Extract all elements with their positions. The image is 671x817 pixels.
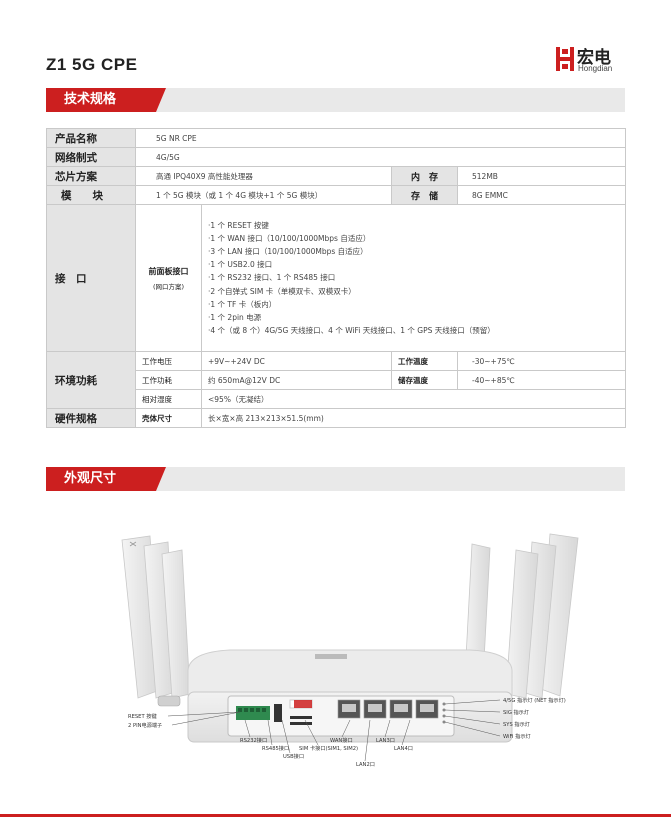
row-value: 长×宽×高 213×213×51.5(mm) — [200, 408, 627, 428]
page-title: Z1 5G CPE — [46, 55, 138, 74]
row-value: 5G NR CPE — [134, 128, 627, 148]
table-row: 产品名称 5G NR CPE — [46, 128, 627, 148]
table-row: 芯片方案 高通 IPQ40X9 高性能处理器 内 存 512MB — [46, 166, 627, 186]
row-label: 接 口 — [46, 204, 136, 352]
callout-usb: USB接口 — [283, 754, 305, 760]
spec-table: 产品名称 5G NR CPE 网络制式 4G/5G 芯片方案 高通 IPQ40X… — [46, 128, 627, 428]
row-sublabel: 相对湿度 — [135, 389, 202, 409]
callout-lan2: LAN2口 — [356, 762, 375, 768]
row-sublabel: 工作功耗 — [135, 370, 202, 390]
list-item: ·1 个 RESET 按键 — [208, 220, 269, 230]
right-antennas — [463, 533, 579, 707]
row-sublabel: 工作温度 — [391, 351, 458, 371]
interface-list: ·1 个 RESET 按键 ·1 个 WAN 接口（10/100/1000Mbp… — [200, 204, 627, 352]
footer-accent-line — [0, 814, 671, 817]
logo-text-en: Hongdian — [578, 64, 613, 73]
callout-led-wifi: WiFi 指示灯 — [503, 734, 531, 740]
list-item: ·1 个 2pin 电源 — [208, 313, 262, 322]
row-value: +9V~+24V DC — [201, 351, 392, 371]
row-value: -40~+85℃ — [456, 370, 627, 390]
table-row: 相对湿度 <95%（无凝结） — [47, 389, 627, 409]
row-value: 8G EMMC — [456, 185, 627, 205]
list-item: ·1 个 TF 卡（板内） — [208, 299, 277, 309]
callout-lan3: LAN3口 — [376, 738, 395, 744]
row-sublabel: 储存温度 — [391, 370, 458, 390]
callout-led-sys: SYS 指示灯 — [503, 722, 530, 728]
section-bar-specs: 技术规格 — [46, 88, 625, 112]
callout-sim: SIM 卡接口(SIM1, SIM2) — [299, 746, 359, 752]
section-title-appearance: 外观尺寸 — [46, 467, 166, 491]
row-label: 硬件规格 — [46, 408, 136, 428]
table-row: 接 口 前面板接口 (网口方案) ·1 个 RESET 按键 ·1 个 WAN … — [46, 204, 627, 352]
row-value: 高通 IPQ40X9 高性能处理器 — [135, 166, 392, 186]
device-logo-icon — [294, 700, 312, 708]
brand-logo: 宏电 Hongdian — [555, 43, 633, 77]
row-value: <95%（无凝结） — [200, 389, 627, 409]
callout-led-sig: SIG 指示灯 — [503, 710, 530, 716]
list-item: ·1 个 WAN 接口（10/100/1000Mbps 自适应） — [208, 233, 371, 243]
list-item: ·1 个 RS232 接口、1 个 RS485 接口 — [208, 273, 336, 283]
row-value: 约 650mA@12V DC — [201, 370, 392, 390]
row-label: 存 储 — [391, 185, 458, 205]
row-sublabel: 壳体尺寸 — [135, 408, 202, 428]
left-antennas — [121, 535, 191, 707]
callout-rs485: RS485接口 — [262, 746, 290, 752]
row-label: 产品名称 — [46, 128, 136, 148]
table-row: 硬件规格 壳体尺寸 长×宽×高 213×213×51.5(mm) — [46, 408, 627, 428]
row-value: 1 个 5G 模块（或 1 个 4G 模块+1 个 5G 模块） — [135, 185, 392, 205]
row-label: 环境功耗 — [46, 351, 136, 409]
list-item: ·3 个 LAN 接口（10/100/1000Mbps 自适应） — [208, 246, 368, 256]
list-item: ·2 个自弹式 SIM 卡（单模双卡、双模双卡） — [208, 286, 356, 296]
section-title-specs: 技术规格 — [46, 88, 166, 112]
list-item: ·4 个（或 8 个）4G/5G 天线接口、4 个 WiFi 天线接口、1 个 … — [208, 326, 495, 336]
callout-wan: WAN接口 — [330, 738, 353, 744]
table-row: 网络制式 4G/5G — [46, 147, 627, 167]
hongdian-logo-icon — [556, 47, 574, 71]
callout-rs232: RS232接口 — [240, 738, 268, 744]
callout-led-net: 4/5G 指示灯 (NET 指示灯) — [503, 698, 566, 704]
logo-text-cn: 宏电 — [577, 48, 611, 68]
callout-power: 2 PIN电源端子 — [128, 723, 163, 729]
callout-reset: RESET 按键 — [128, 714, 157, 720]
table-row: 模 块 1 个 5G 模块（或 1 个 4G 模块+1 个 5G 模块） 存 储… — [46, 185, 627, 205]
row-label: 模 块 — [46, 185, 136, 205]
row-sublabel: 工作电压 — [135, 351, 202, 371]
row-label: 芯片方案 — [46, 166, 136, 186]
row-value: -30~+75℃ — [456, 351, 627, 371]
row-value: 4G/5G — [134, 147, 627, 167]
row-sublabel: 前面板接口 (网口方案) — [135, 204, 202, 352]
interface-sublabel: 前面板接口 — [148, 266, 189, 276]
list-item: ·1 个 USB2.0 接口 — [208, 260, 273, 270]
callout-lan4: LAN4口 — [394, 746, 413, 752]
table-row: 环境功耗 工作电压 +9V~+24V DC 工作温度 -30~+75℃ — [46, 351, 627, 409]
row-label: 内 存 — [391, 166, 458, 186]
row-label: 网络制式 — [46, 147, 136, 167]
section-bar-appearance: 外观尺寸 — [46, 467, 625, 491]
row-value: 512MB — [456, 166, 627, 186]
device-body — [187, 649, 513, 743]
interface-subnote: (网口方案) — [152, 282, 185, 291]
